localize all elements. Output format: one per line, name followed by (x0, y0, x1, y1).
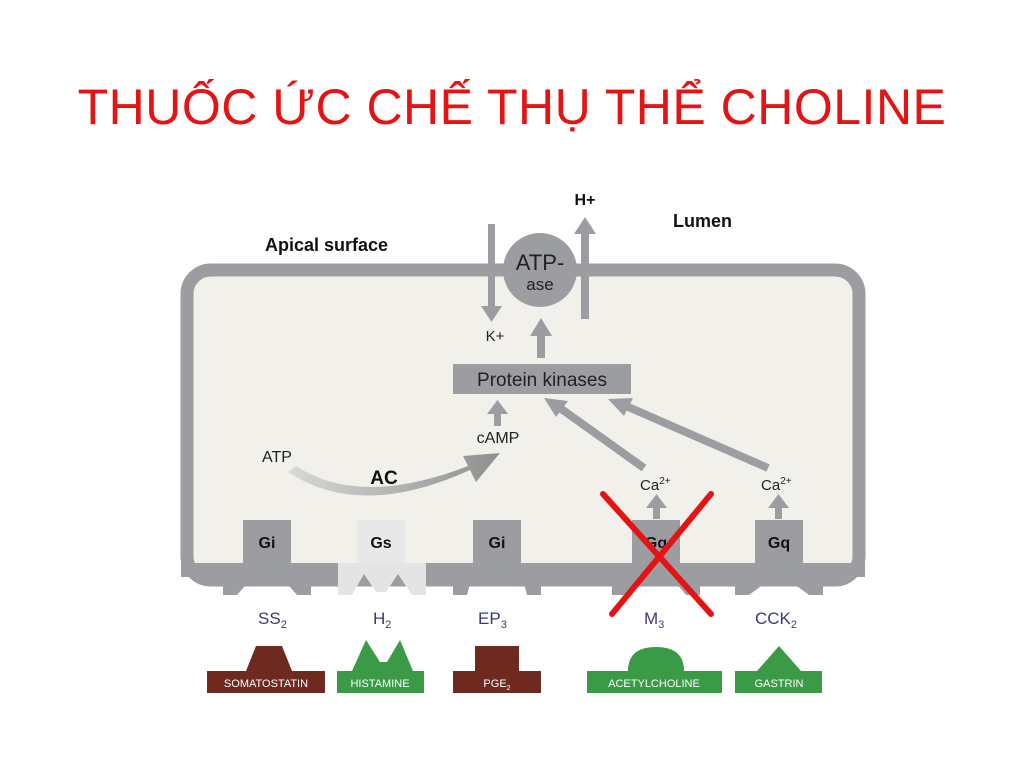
receptor-label-cck2: CCK2 (755, 609, 797, 631)
protein-kinases-box (453, 364, 631, 394)
ca1-to-kinase-arrow (544, 398, 647, 472)
h-plus-label: H+ (575, 192, 596, 209)
lumen-label: Lumen (673, 211, 732, 231)
g-protein-gi-1: Gi (243, 520, 291, 564)
h-plus-arrow (574, 217, 596, 319)
svg-text:Gq: Gq (768, 535, 790, 552)
svg-text:SOMATOSTATIN: SOMATOSTATIN (224, 678, 308, 690)
atpase-pump (503, 233, 577, 307)
k-plus-arrow (481, 224, 502, 322)
page-title: THUỐC ỨC CHẾ THỤ THỂ CHOLINE (77, 79, 947, 135)
kinase-to-atpase-arrow (530, 318, 552, 358)
camp-label: cAMP (477, 430, 520, 447)
receptor-m3-shape (612, 563, 700, 595)
receptor-cck2-shape (735, 563, 823, 595)
atp-label: ATP (262, 449, 292, 466)
g-protein-gi-2: Gi (473, 520, 521, 564)
ligand-pge2: PGE2 (453, 646, 541, 693)
protein-kinases-label: Protein kinases (477, 370, 607, 391)
svg-text:Gs: Gs (370, 535, 391, 552)
gq1-to-ca-arrow (646, 494, 667, 519)
camp-to-kinase-arrow (487, 400, 508, 426)
receptor-label-ep3: EP3 (478, 609, 507, 631)
ligand-acetylcholine: ACETYLCHOLINE (587, 647, 722, 693)
receptor-h2-shape (338, 563, 426, 595)
g-protein-gq-2: Gq (755, 520, 803, 564)
receptor-label-m3: M3 (644, 609, 664, 631)
g-protein-gs: Gs (357, 520, 405, 564)
apical-surface-label: Apical surface (265, 235, 388, 255)
svg-text:HISTAMINE: HISTAMINE (350, 678, 409, 690)
k-plus-label: K+ (486, 328, 505, 345)
receptor-ss2-shape (223, 563, 311, 595)
ligand-somatostatin: SOMATOSTATIN (207, 646, 325, 693)
receptor-label-ss2: SS2 (258, 609, 287, 631)
ac-label: AC (370, 468, 398, 489)
svg-text:ACETYLCHOLINE: ACETYLCHOLINE (608, 678, 700, 690)
receptor-ep3-shape (453, 563, 541, 595)
m3-blocked-x-mark (600, 491, 714, 617)
svg-text:GASTRIN: GASTRIN (755, 678, 804, 690)
gq2-to-ca-arrow (768, 494, 789, 519)
receptor-label-h2: H2 (373, 609, 391, 631)
ligand-gastrin: GASTRIN (735, 646, 822, 693)
atpase-label-line1: ATP- (516, 250, 564, 275)
svg-text:Gi: Gi (259, 535, 276, 552)
ca2-to-kinase-arrow (608, 398, 770, 472)
atpase-label-line2: ase (526, 275, 553, 294)
ligand-histamine: HISTAMINE (337, 640, 424, 693)
svg-text:Gi: Gi (489, 535, 506, 552)
ac-conversion-arrow (288, 453, 500, 496)
ligand-pge2-label: PGE2 (483, 678, 510, 692)
